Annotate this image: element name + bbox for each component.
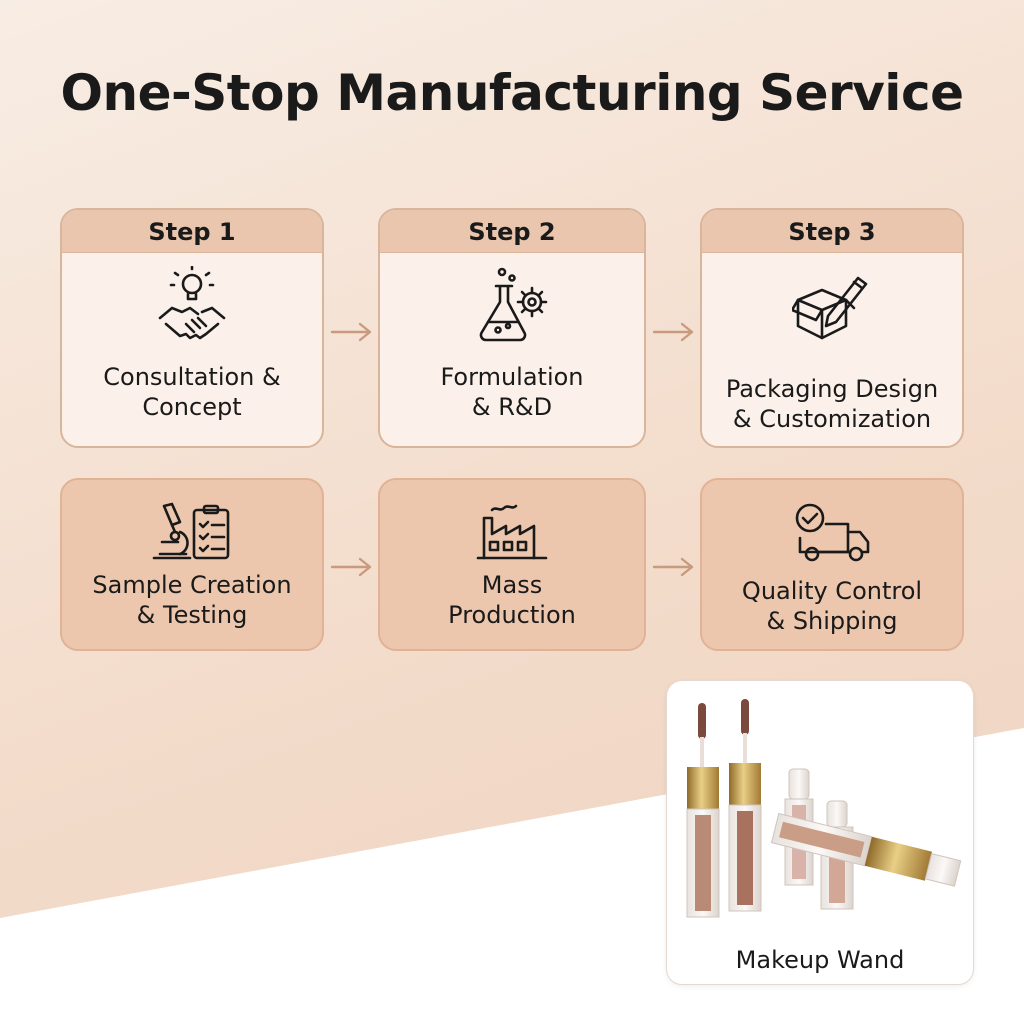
- sample-creation-label: Sample Creation & Testing: [62, 570, 322, 630]
- step-3-label: Packaging Design & Customization: [702, 374, 962, 434]
- step-2-card: Step 2 Formulation & R&D: [378, 208, 646, 448]
- mass-production-card: Mass Production: [378, 478, 646, 651]
- product-card: Makeup Wand: [666, 680, 974, 985]
- flask-gear-icon: [380, 266, 644, 346]
- step-1-label-line2: Concept: [142, 393, 242, 421]
- arrow-right-icon: [330, 322, 372, 342]
- step-3-label-line2: & Customization: [732, 405, 932, 433]
- mass-production-label: Mass Production: [380, 570, 644, 630]
- step-2-label-line1: Formulation: [440, 363, 584, 391]
- arrow-right-icon: [652, 557, 694, 577]
- sample-creation-label-line2: & Testing: [136, 601, 248, 629]
- step-3-header: Step 3: [702, 210, 962, 253]
- step-2-label: Formulation & R&D: [380, 362, 644, 422]
- quality-control-label-line2: & Shipping: [766, 607, 898, 635]
- microscope-clipboard-icon: [62, 502, 322, 562]
- step-3-label-line1: Packaging Design: [725, 375, 939, 403]
- sample-creation-card: Sample Creation & Testing: [60, 478, 324, 651]
- step-3-card: Step 3 Packaging Design & Customization: [700, 208, 964, 448]
- step-1-card: Step 1 Consultation & Concept: [60, 208, 324, 448]
- box-pencil-icon: [702, 266, 962, 346]
- step-1-header: Step 1: [62, 210, 322, 253]
- factory-icon: [380, 502, 644, 562]
- step-1-label: Consultation & Concept: [62, 362, 322, 422]
- handshake-lightbulb-icon: [62, 266, 322, 346]
- arrow-right-icon: [330, 557, 372, 577]
- quality-control-card: Quality Control & Shipping: [700, 478, 964, 651]
- step-2-label-line2: & R&D: [471, 393, 553, 421]
- product-label: Makeup Wand: [735, 946, 905, 974]
- step-2-header: Step 2: [380, 210, 644, 253]
- arrow-right-icon: [652, 322, 694, 342]
- mass-production-label-line2: Production: [448, 601, 576, 629]
- lip-gloss-tubes-image: [686, 699, 962, 918]
- page-title: One-Stop Manufacturing Service: [60, 64, 965, 122]
- quality-control-label: Quality Control & Shipping: [702, 576, 962, 636]
- step-1-label-line1: Consultation &: [103, 363, 281, 391]
- quality-control-label-line1: Quality Control: [741, 577, 923, 605]
- check-truck-icon: [702, 502, 962, 564]
- mass-production-label-line1: Mass: [481, 571, 543, 599]
- sample-creation-label-line1: Sample Creation: [92, 571, 292, 599]
